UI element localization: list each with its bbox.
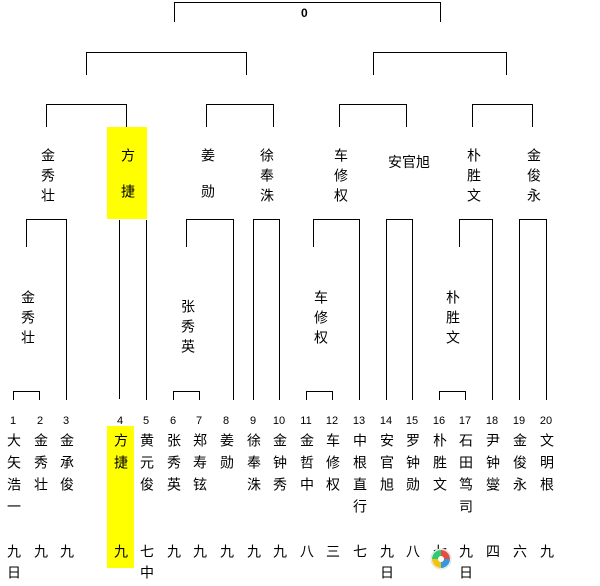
r2-name-4: 朴胜文 (444, 290, 460, 350)
seed-number: 9 (249, 415, 257, 427)
player-name: 金秀壮 (32, 433, 48, 499)
player-name: 中根直行 (351, 433, 367, 521)
seed-number: 3 (62, 415, 70, 427)
r3-name-1: 金秀壮 (39, 148, 55, 208)
seed-number: 18 (485, 415, 499, 427)
r3-name-5: 车修权 (332, 148, 348, 208)
seed-number: 1 (9, 415, 17, 427)
player-rank: 四 (484, 544, 500, 565)
player-rank: 六 (511, 544, 527, 565)
player-name: 尹钟燮 (484, 433, 500, 499)
player-name: 张秀英 (165, 433, 181, 499)
player-rank: 三 (324, 544, 340, 565)
player-rank: 七中 (138, 544, 154, 586)
seed-number: 8 (222, 415, 230, 427)
seed-number: 19 (512, 415, 526, 427)
seed-number: 6 (169, 415, 177, 427)
player-name: 金承俊 (58, 433, 74, 499)
player-name: 文明根 (538, 433, 554, 499)
player-name: 黄元俊 (138, 433, 154, 499)
final-result: 0 (301, 6, 308, 20)
player-rank: 七 (351, 544, 367, 565)
seed-number: 4 (116, 415, 124, 427)
r3-name-7: 朴胜文 (465, 148, 481, 208)
player-name: 石田笃司 (457, 433, 473, 521)
seed-number: 15 (405, 415, 419, 427)
r2-name-3: 车修权 (312, 290, 328, 350)
seed-number: 11 (300, 415, 312, 427)
seed-number: 20 (539, 415, 553, 427)
player-name: 金钟秀 (271, 433, 287, 499)
player-rank: 九日 (5, 544, 21, 586)
seed-number: 17 (458, 415, 472, 427)
player-rank: 九日 (457, 544, 473, 586)
player-name: 朴胜文 (431, 433, 447, 499)
r2-name-2: 张秀英 (179, 299, 195, 359)
pinwheel-logo-icon (430, 548, 452, 570)
highlight-quarterfinal (107, 127, 147, 219)
player-rank: 九 (112, 544, 128, 565)
player-rank: 九 (32, 544, 48, 565)
seed-number: 13 (352, 415, 366, 427)
player-name: 姜勋 (218, 433, 234, 477)
player-rank: 九 (271, 544, 287, 565)
seed-number: 2 (36, 415, 44, 427)
player-rank: 九 (58, 544, 74, 565)
player-name: 安官旭 (378, 433, 394, 499)
r3-name-8: 金俊永 (525, 148, 541, 208)
seed-number: 5 (142, 415, 150, 427)
player-rank: 八 (404, 544, 420, 565)
player-rank: 九 (165, 544, 181, 565)
seed-number: 14 (379, 415, 393, 427)
r3-name-4: 徐奉洙 (258, 148, 274, 208)
r3-name-3: 姜勋 (199, 148, 215, 220)
seed-number: 12 (325, 415, 339, 427)
player-rank: 八 (298, 544, 314, 565)
highlight-player (107, 426, 134, 568)
player-name: 金哲中 (298, 433, 314, 499)
player-rank: 九 (538, 544, 554, 565)
player-name: 大矢浩一 (5, 433, 21, 521)
seed-number: 16 (432, 415, 446, 427)
player-name: 郑寿铉 (191, 433, 207, 499)
seed-number: 7 (195, 415, 203, 427)
player-rank: 九 (218, 544, 234, 565)
player-name: 车修权 (324, 433, 340, 499)
player-rank: 九 (245, 544, 261, 565)
player-name: 罗钟勋 (404, 433, 420, 499)
r2-name-1: 金秀壮 (19, 290, 35, 350)
player-name: 金俊永 (511, 433, 527, 499)
player-rank: 九日 (378, 544, 394, 586)
player-name: 方捷 (112, 433, 128, 477)
player-rank: 九 (191, 544, 207, 565)
player-name: 徐奉洙 (245, 433, 261, 499)
r3-name-6: 安官旭 (388, 155, 430, 171)
r3-name-2: 方捷 (119, 148, 135, 220)
seed-number: 10 (272, 415, 286, 427)
